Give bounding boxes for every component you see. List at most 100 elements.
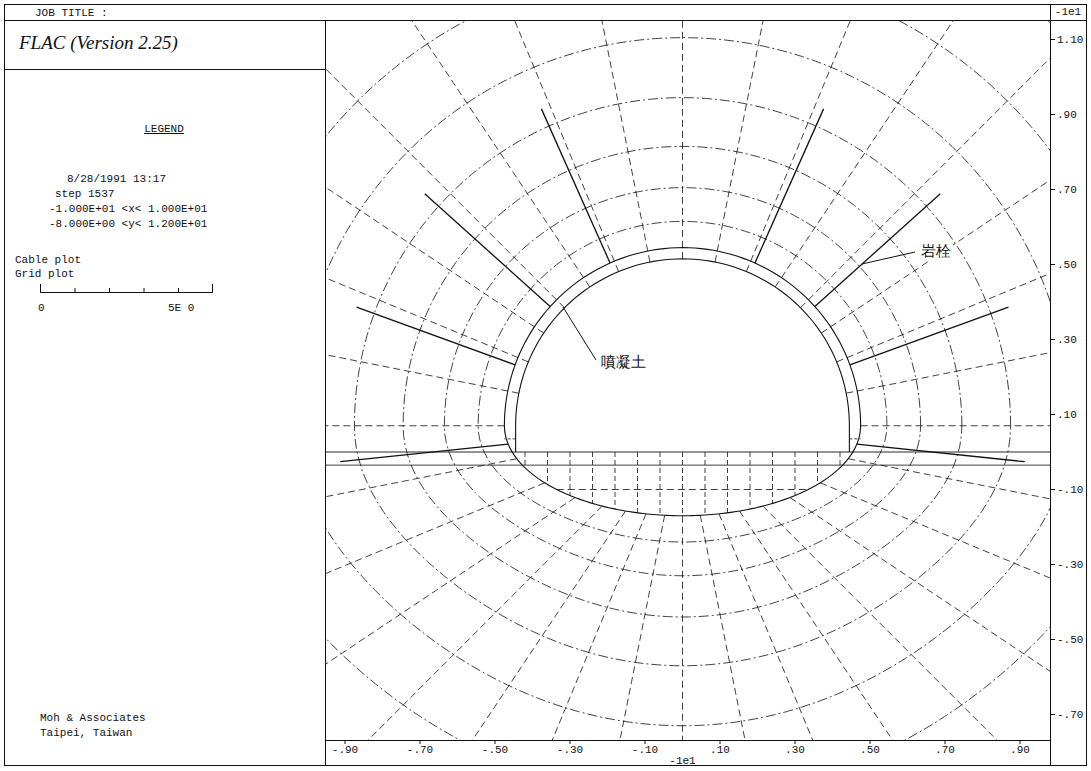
grid-radial (326, 21, 565, 308)
axis-tick (1050, 189, 1055, 190)
grid-radial (326, 511, 626, 740)
x-axis-value: -.50 (482, 744, 508, 756)
grid-radial (682, 21, 683, 259)
grid-line (772, 452, 773, 503)
axis-tick (645, 740, 646, 744)
legend-range: -8.000E+00 <y< 1.200E+01 (49, 218, 207, 230)
axis-tick (420, 740, 421, 744)
grid-line (727, 452, 728, 513)
grid-line (525, 452, 526, 468)
grid-radial (775, 21, 1050, 287)
scale-line (40, 292, 213, 293)
axis-ticks (345, 40, 1055, 745)
grid-radial (790, 498, 1050, 740)
grid-line (660, 452, 661, 515)
axis-tick (1050, 414, 1055, 415)
x-axis-value: .90 (1010, 744, 1030, 756)
axis-tick (570, 740, 571, 744)
y-axis-value: .50 (1057, 258, 1077, 270)
grid-radial (800, 21, 1050, 308)
axis-tick (945, 740, 946, 744)
grid-ring (478, 221, 887, 542)
grid-radial (424, 514, 646, 740)
y-axis-value: 1.10 (1057, 33, 1083, 45)
rock-bolt-cable (850, 307, 1009, 365)
axis-tick (1050, 114, 1055, 115)
grid-line (504, 438, 515, 439)
scale-tick (144, 288, 145, 293)
grid-line (795, 452, 796, 496)
axis-tick (1050, 564, 1055, 565)
grid-line (849, 438, 860, 439)
panel-divider (325, 20, 326, 766)
grid-ring (326, 21, 1050, 740)
grid-radial (326, 483, 545, 705)
scale-tick (178, 288, 179, 293)
grid-radial (861, 425, 1050, 426)
rock-bolt-cable (425, 194, 550, 307)
leader-line (563, 307, 596, 360)
scale-bar (40, 284, 213, 293)
y-axis-value: .30 (1057, 333, 1077, 345)
grid-radial (326, 135, 528, 362)
axis-tick (1050, 339, 1055, 340)
y-axis-value: -.30 (1057, 558, 1083, 570)
y-axis-value: -.10 (1057, 483, 1083, 495)
grid-line (817, 452, 818, 484)
axis-divider (325, 740, 1051, 741)
x-axis-value: -.10 (632, 744, 658, 756)
finite-difference-grid (326, 21, 1050, 740)
callout-label: 岩栓 (919, 242, 953, 261)
leader-line (862, 252, 915, 264)
grid-ring (326, 21, 1050, 740)
axis-tick (345, 740, 346, 744)
axis-multiplier: -1e1 (669, 755, 695, 767)
axis-tick (1050, 714, 1055, 715)
grid-line (557, 489, 808, 490)
grid-radial (326, 21, 544, 333)
grid-radial (848, 459, 1050, 572)
scale-tick (40, 284, 41, 293)
x-axis-value: .50 (860, 744, 880, 756)
grid-radial (763, 506, 1050, 740)
axis-tick (720, 740, 721, 744)
outer-frame (5, 5, 1087, 766)
grid-ring (326, 21, 1050, 740)
x-axis-value: .70 (935, 744, 955, 756)
scale-value: 0 (38, 302, 45, 314)
grid-line (547, 452, 548, 484)
grid-ring (326, 38, 1050, 726)
axis-multiplier: -1e1 (1055, 6, 1081, 18)
axis-tick (1050, 489, 1055, 490)
grid-radial (700, 515, 813, 740)
grid-radial (326, 506, 602, 740)
grid-line (570, 452, 571, 496)
grid-radial (719, 514, 941, 740)
grid-radial (326, 278, 519, 394)
grid-radial (746, 21, 973, 272)
y-axis-value: .10 (1057, 408, 1077, 420)
grid-radial (715, 21, 831, 262)
axis-tick (1050, 639, 1055, 640)
callout-label: 噴凝土 (599, 353, 648, 372)
x-axis-value: .10 (710, 744, 730, 756)
grid-radial (326, 425, 504, 426)
company-name: Moh & Associates (40, 712, 146, 724)
axis-tick (795, 740, 796, 744)
grid-radial (392, 21, 619, 272)
y-axis-value: -.50 (1057, 633, 1083, 645)
x-axis-value: -.90 (332, 744, 358, 756)
scale-tick (212, 284, 213, 293)
x-axis-value: .30 (785, 744, 805, 756)
program-title: FLAC (Version 2.25) (19, 33, 178, 54)
scale-value: 5E 0 (168, 302, 194, 314)
axis-tick (1050, 39, 1055, 40)
scale-tick (109, 288, 110, 293)
legend-date: 8/28/1991 13:17 (67, 173, 166, 185)
axis-tick (870, 740, 871, 744)
grid-radial (682, 516, 683, 740)
rock-bolt-cable (541, 109, 610, 263)
rock-bolt-cable (340, 444, 508, 462)
scale-tick (75, 288, 76, 293)
